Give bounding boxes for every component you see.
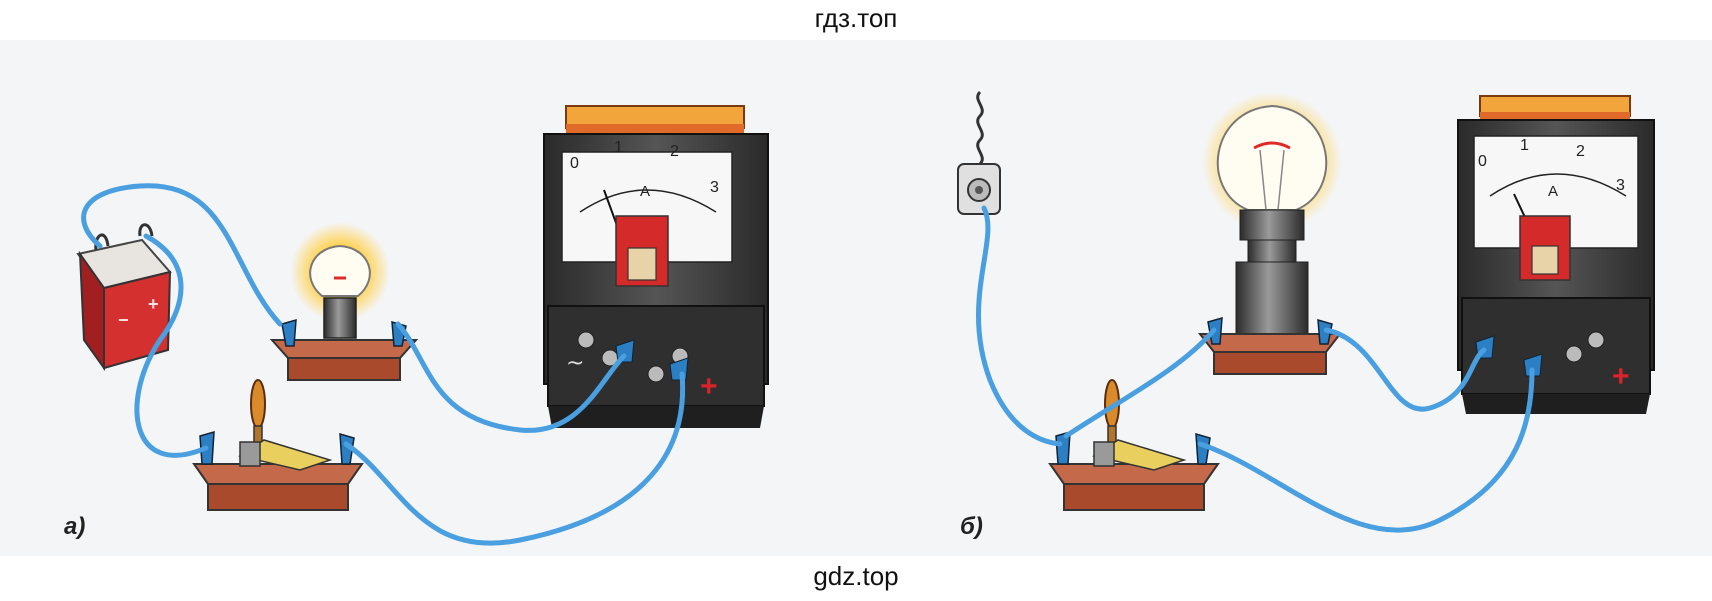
scale-3: 3 xyxy=(710,179,719,196)
ammeter-plus-sign: + xyxy=(1612,360,1630,393)
panel-label-b: б) xyxy=(960,513,983,540)
ammeter-plus-sign: + xyxy=(700,370,718,403)
ac-symbol: ~ xyxy=(566,351,584,376)
battery-plus-sign: + xyxy=(148,294,159,314)
ammeter-a: 0 1 2 3 А ~ + xyxy=(543,105,769,428)
circuit-illustration: − + xyxy=(0,40,1712,556)
ammeter-b: 0 1 2 3 А + xyxy=(1457,95,1655,414)
scale-0: 0 xyxy=(1478,153,1487,170)
wires-a xyxy=(81,183,686,546)
battery-minus-sign: − xyxy=(118,310,129,330)
switch-a xyxy=(192,379,364,511)
scale-0: 0 xyxy=(570,155,579,172)
unit-label: А xyxy=(1548,183,1558,200)
battery: − + xyxy=(76,223,172,372)
lamp-a xyxy=(269,222,419,381)
scale-2: 2 xyxy=(670,143,679,160)
scale-1: 1 xyxy=(614,139,623,156)
watermark-bottom: gdz.top xyxy=(813,561,899,591)
socket xyxy=(957,90,1001,215)
scale-3: 3 xyxy=(1616,177,1625,194)
panel-a: − + xyxy=(64,105,769,546)
panel-b: 0 1 2 3 А + б) xyxy=(957,90,1655,540)
scale-2: 2 xyxy=(1576,143,1585,160)
switch-b xyxy=(1048,379,1220,511)
scale-1: 1 xyxy=(1520,137,1529,154)
unit-label: А xyxy=(640,183,650,200)
watermark-top: гдз.топ xyxy=(814,3,898,33)
wires-b xyxy=(975,205,1535,533)
panel-label-a: а) xyxy=(64,513,85,540)
lamp-b xyxy=(1197,92,1343,375)
